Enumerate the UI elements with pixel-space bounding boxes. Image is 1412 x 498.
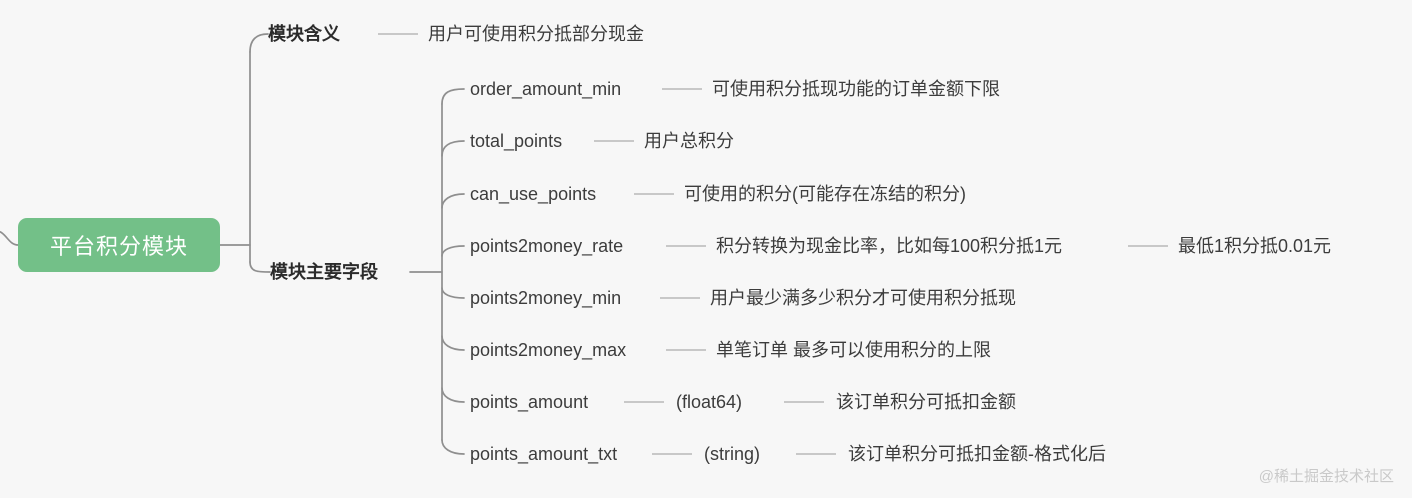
field-name-order-amount-min[interactable]: order_amount_min [470, 79, 622, 99]
field-name-total-points[interactable]: total_points [470, 131, 563, 151]
fan-branch-4 [441, 245, 465, 257]
watermark: @稀土掘金技术社区 [1258, 468, 1394, 485]
field-desc-total-points[interactable]: 用户总积分 [644, 131, 734, 151]
fan-branch-6 [441, 335, 465, 351]
fan-branch-3 [441, 193, 465, 209]
root-node-label: 平台积分模块 [49, 234, 188, 259]
link-field-8-type [652, 453, 692, 455]
fan-branch-8 [441, 439, 465, 455]
field-desc-order-amount-min[interactable]: 可使用积分抵现功能的订单金额下限 [712, 79, 1000, 99]
field-extra-points-amount-txt[interactable]: 该订单积分可抵扣金额-格式化后 [848, 444, 1106, 464]
field-name-points-amount-txt[interactable]: points_amount_txt [470, 444, 618, 464]
branch-label-module-meaning[interactable]: 模块含义 [268, 24, 340, 44]
root-node[interactable]: 平台积分模块 [18, 218, 220, 272]
field-name-points-amount[interactable]: points_amount [470, 392, 589, 412]
fan-branch-1 [441, 88, 465, 105]
field-type-points-amount[interactable]: (float64) [676, 392, 743, 412]
field-desc-points2money-rate[interactable]: 积分转换为现金比率，比如每100积分抵1元 [716, 236, 1063, 256]
field-desc-points2money-min[interactable]: 用户最少满多少积分才可使用积分抵现 [710, 288, 1016, 308]
branch-to-module-meaning [249, 33, 269, 53]
branch-to-module-fields [249, 261, 271, 273]
link-field-7-extra [784, 401, 824, 403]
link-field-5-desc [660, 297, 700, 299]
link-field-2-desc [594, 140, 634, 142]
fan-branch-7 [441, 387, 465, 403]
link-field-8-extra [796, 453, 836, 455]
field-name-points2money-min[interactable]: points2money_min [470, 288, 622, 308]
link-field-1-desc [662, 88, 702, 90]
field-desc-points2money-max[interactable]: 单笔订单 最多可以使用积分的上限 [716, 340, 991, 360]
link-field-7-type [624, 401, 664, 403]
field-type-points-amount-txt[interactable]: (string) [704, 444, 761, 464]
field-name-points2money-max[interactable]: points2money_max [470, 340, 627, 360]
fan-branch-2 [441, 140, 465, 157]
field-extra-points-amount[interactable]: 该订单积分可抵扣金额 [836, 392, 1016, 412]
branch-label-module-fields[interactable]: 模块主要字段 [270, 262, 378, 282]
link-field-4-desc [666, 245, 706, 247]
field-extra-points2money-rate[interactable]: 最低1积分抵0.01元 [1178, 236, 1332, 256]
field-name-points2money-rate[interactable]: points2money_rate [470, 236, 624, 256]
link-field-4-extra [1128, 245, 1168, 247]
root-inbound-stub [0, 230, 19, 246]
field-desc-can-use-points[interactable]: 可使用的积分(可能存在冻结的积分) [684, 184, 966, 204]
link-module-meaning-desc [378, 33, 418, 35]
fan-branch-5 [441, 287, 465, 299]
branch-desc-module-meaning[interactable]: 用户可使用积分抵部分现金 [428, 24, 644, 44]
link-field-3-desc [634, 193, 674, 195]
field-name-can-use-points[interactable]: can_use_points [470, 184, 597, 204]
link-field-6-desc [666, 349, 706, 351]
